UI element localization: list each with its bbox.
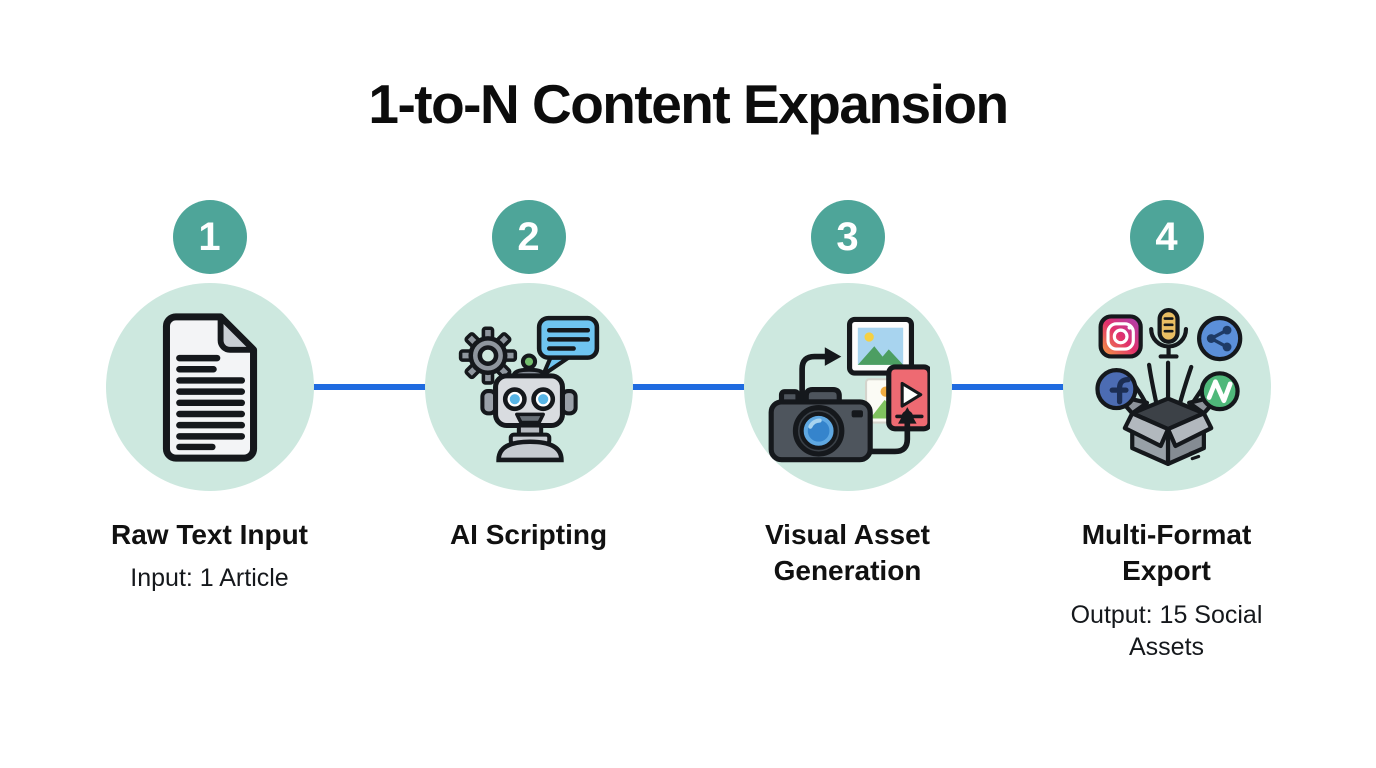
photo-icon (846, 316, 915, 376)
step-number-badge: 4 (1129, 200, 1204, 274)
step-ai-scripting: 2 (369, 200, 688, 664)
step-title: Raw Text Input (110, 519, 309, 550)
step-number-badge: 2 (491, 200, 566, 274)
step-subtitle: Input: 1 Article (130, 564, 289, 593)
facebook-icon (1094, 368, 1138, 411)
connector-line-2 (625, 384, 751, 390)
camera-icon (768, 387, 873, 463)
step-subtitle: Output: 15 Social Assets (1070, 600, 1263, 662)
step-icon-circle (743, 283, 952, 491)
camera-media-icon (768, 316, 930, 463)
step-title: Multi-Format Export (1081, 519, 1252, 587)
microphone-icon (1148, 308, 1188, 359)
connector-line-3 (944, 384, 1070, 390)
step-number-badge: 3 (810, 200, 885, 274)
step-title: Visual Asset Generation (765, 519, 930, 587)
box-speed-dashes (1188, 448, 1200, 461)
page-title: 1-to-N Content Expansion (368, 73, 1009, 135)
step-icon-circle (105, 283, 314, 491)
robot-head (479, 353, 578, 463)
cycle-arrow-up-icon (799, 347, 842, 403)
instagram-icon (1098, 314, 1143, 359)
process-steps-row: 1 (50, 200, 1326, 664)
step-visual-asset-generation: 3 (688, 200, 1007, 664)
speech-bubble-icon (536, 315, 599, 377)
step-raw-text-input: 1 (50, 200, 369, 664)
step-number-badge: 1 (172, 200, 247, 274)
document-icon (162, 312, 257, 462)
step-multi-format-export: 4 (1007, 200, 1326, 664)
share-icon (1196, 315, 1242, 362)
export-box-icon (1094, 308, 1242, 466)
step-icon-circle (424, 283, 633, 491)
wave-icon (1199, 371, 1240, 412)
open-box (1113, 393, 1222, 466)
step-title: AI Scripting (449, 519, 608, 550)
connector-line-1 (306, 384, 432, 390)
cycle-arrow-down-icon (869, 407, 917, 455)
robot-ai-icon (458, 315, 599, 463)
gear-icon (458, 326, 517, 385)
step-icon-circle (1062, 283, 1271, 491)
